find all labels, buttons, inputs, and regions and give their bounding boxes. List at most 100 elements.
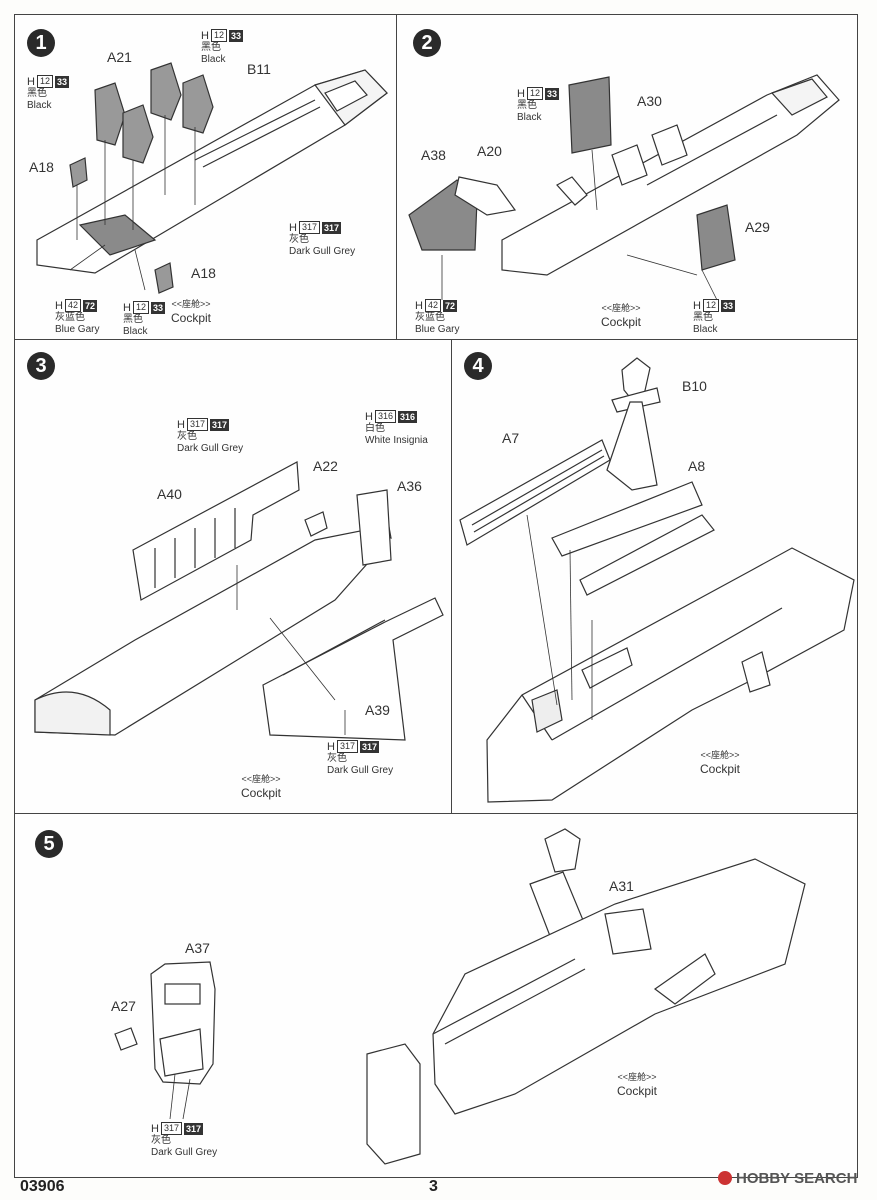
part-label-a8: A8 [688, 458, 706, 474]
part-label-a18-left: A18 [29, 159, 54, 175]
step-number: 2 [413, 29, 441, 57]
part-label-a31: A31 [609, 878, 634, 894]
paint-cn: 白色 [365, 423, 385, 434]
paint-code: 12 [210, 29, 227, 42]
cockpit-label: <<座舱>> Cockpit [700, 748, 740, 776]
paint-code: 317 [160, 1122, 182, 1135]
step-number: 3 [27, 352, 55, 380]
part-label-a18-right: A18 [191, 265, 216, 281]
step-number: 4 [464, 352, 492, 380]
cockpit-cn: <<座舱>> [700, 750, 740, 760]
paint-cn: 黑色 [123, 314, 143, 325]
part-label-a22: A22 [313, 458, 338, 474]
paint-code: 12 [526, 87, 543, 100]
step-5-drawing [114, 828, 806, 1165]
watermark-logo-icon [718, 1171, 732, 1185]
part-label-a36: A36 [397, 478, 422, 494]
part-label-b10: B10 [682, 378, 707, 394]
paint-en: Blue Gary [415, 324, 460, 335]
watermark-text: HOBBY SEARCH [736, 1170, 858, 1187]
part-label-a38: A38 [421, 147, 446, 163]
paint-en: White Insignia [365, 435, 428, 446]
cockpit-label: <<座舱>> Cockpit [601, 301, 641, 329]
part-label-a37: A37 [185, 940, 210, 956]
paint-code: 12 [702, 299, 719, 312]
part-label-a7: A7 [502, 430, 520, 446]
paint-code-alt: 72 [82, 299, 97, 312]
cockpit-cn: <<座舱>> [617, 1072, 657, 1082]
paint-code: 317 [186, 418, 208, 431]
paint-code: 12 [36, 75, 53, 88]
part-label-b11: B11 [247, 61, 271, 77]
paint-cn: 黑色 [517, 100, 537, 111]
paint-code: 42 [64, 299, 81, 312]
page-number: 3 [429, 1178, 438, 1195]
paint-code: 317 [336, 740, 358, 753]
paint-code: 12 [132, 301, 149, 314]
paint-cn: 灰蓝色 [55, 312, 85, 323]
cockpit-en: Cockpit [171, 311, 212, 325]
paint-code-alt: 33 [150, 301, 165, 314]
paint-en: Black [27, 100, 52, 111]
paint-en: Dark Gull Grey [327, 765, 394, 776]
paint-code: 316 [374, 410, 396, 423]
paint-en: Black [693, 324, 718, 335]
paint-cn: 黑色 [27, 88, 47, 99]
step-4-panel: 4 B10 A7 A8 <<座舱>> Cockpit [451, 339, 858, 814]
paint-en: Black [123, 326, 148, 337]
paint-cn: 灰色 [289, 234, 309, 245]
paint-en: Black [201, 54, 226, 65]
step-number: 5 [35, 830, 63, 858]
paint-code-alt: 317 [183, 1122, 204, 1135]
paint-code-alt: 317 [209, 418, 230, 431]
step-1-drawing [36, 62, 388, 294]
paint-en: Dark Gull Grey [151, 1147, 218, 1158]
part-label-a21: A21 [107, 49, 132, 65]
step-3-drawing [34, 461, 444, 741]
part-label-a40: A40 [157, 486, 182, 502]
cockpit-cn: <<座舱>> [171, 299, 211, 309]
paint-code: 317 [298, 221, 320, 234]
paint-en: Dark Gull Grey [289, 246, 356, 257]
paint-code-alt: 33 [720, 299, 735, 312]
paint-code-alt: 317 [321, 221, 342, 234]
part-label-a20: A20 [477, 143, 502, 159]
paint-code-alt: 72 [442, 299, 457, 312]
product-code: 03906 [20, 1178, 65, 1195]
cockpit-en: Cockpit [700, 762, 741, 776]
paint-code-alt: 317 [359, 740, 380, 753]
paint-code-alt: 33 [54, 75, 69, 88]
paint-code-alt: 316 [397, 410, 418, 423]
cockpit-label: <<座舱>> Cockpit [617, 1070, 657, 1098]
paint-cn: 灰色 [151, 1135, 171, 1146]
cockpit-label: <<座舱>> Cockpit [171, 297, 211, 325]
paint-cn: 黑色 [201, 42, 221, 53]
paint-en: Blue Gary [55, 324, 100, 335]
part-label-a29: A29 [745, 219, 770, 235]
part-label-a39: A39 [365, 702, 390, 718]
cockpit-cn: <<座舱>> [601, 303, 641, 313]
cockpit-label: <<座舱>> Cockpit [241, 772, 281, 800]
cockpit-cn: <<座舱>> [241, 774, 281, 784]
paint-code: 42 [424, 299, 441, 312]
paint-cn: 灰蓝色 [415, 312, 445, 323]
paint-code-alt: 33 [228, 29, 243, 42]
paint-en: Black [517, 112, 542, 123]
part-label-a27: A27 [111, 998, 136, 1014]
cockpit-en: Cockpit [601, 315, 642, 329]
paint-cn: 灰色 [177, 431, 197, 442]
